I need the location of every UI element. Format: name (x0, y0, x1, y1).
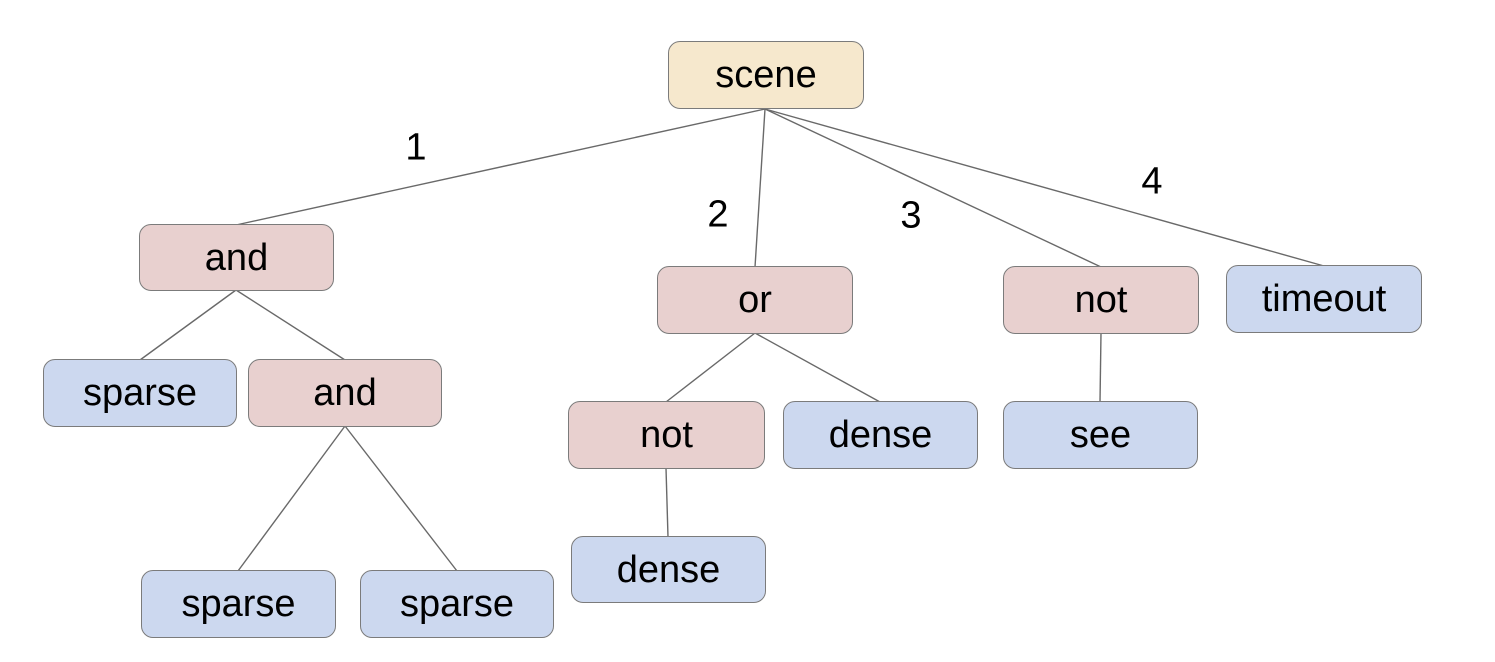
edge-and-2-sparse-2 (237, 425, 346, 572)
edge-label-2: 2 (707, 193, 729, 236)
node-or: or (657, 266, 853, 334)
edge-label-4: 4 (1141, 160, 1163, 203)
node-sparse-3: sparse (360, 570, 554, 638)
edge-and-1-sparse-1 (139, 289, 237, 361)
edge-and-1-and-2 (235, 289, 346, 361)
node-and-1: and (139, 224, 334, 291)
edge-scene-timeout (764, 108, 1325, 267)
edge-and-2-sparse-3 (344, 425, 458, 572)
node-sparse-1: sparse (43, 359, 237, 427)
edge-scene-and-1 (235, 108, 766, 226)
node-dense-1: dense (783, 401, 978, 469)
edge-scene-or-1 (754, 108, 766, 268)
node-timeout: timeout (1226, 265, 1422, 333)
edge-or-1-not-2 (665, 332, 756, 403)
node-dense-2: dense (571, 536, 766, 603)
edge-scene-not-1 (764, 108, 1102, 268)
node-not-1: not (1003, 266, 1199, 334)
edge-label-3: 3 (900, 194, 922, 237)
node-sparse-2: sparse (141, 570, 336, 638)
edge-not-1-see (1099, 332, 1102, 403)
edge-not-2-dense-2 (665, 467, 669, 538)
node-scene: scene (668, 41, 864, 109)
edge-or-1-dense-1 (754, 332, 881, 403)
node-see: see (1003, 401, 1198, 469)
node-and-2: and (248, 359, 442, 427)
edge-label-1: 1 (405, 126, 427, 169)
node-not-2: not (568, 401, 765, 469)
